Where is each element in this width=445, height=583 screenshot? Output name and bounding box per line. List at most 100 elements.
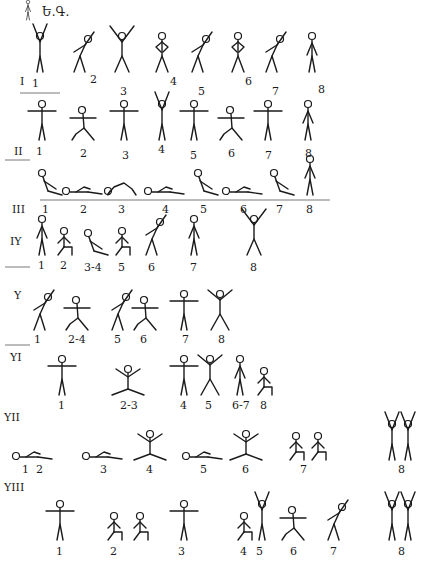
figure-head <box>125 366 132 373</box>
step-number: 8 <box>305 148 312 160</box>
step-number: 4 <box>162 204 169 216</box>
figure-limb <box>305 124 311 140</box>
figure-head <box>305 101 312 108</box>
stick-figure <box>266 32 286 72</box>
figure-limb <box>312 452 318 460</box>
figure-limb <box>218 117 244 118</box>
figure-head <box>147 431 154 438</box>
step-number: 1 <box>42 204 49 216</box>
step-number: 8 <box>306 204 313 216</box>
stick-figure <box>39 170 63 196</box>
figure-limb <box>211 314 229 330</box>
row-numeral: YI <box>10 352 22 364</box>
figure-limb <box>245 438 246 454</box>
figure-limb <box>70 191 88 192</box>
stick-figure <box>198 355 222 395</box>
row-numeral: YII <box>4 412 20 424</box>
step-number: 3 <box>122 150 129 162</box>
figure-head <box>121 101 128 108</box>
figure-head <box>39 216 46 223</box>
stick-figure <box>83 452 123 460</box>
step-number: 5 <box>190 150 197 162</box>
stick-figure <box>48 356 76 396</box>
figure-limb <box>190 456 208 457</box>
figure-limb <box>38 457 52 459</box>
figure-limb <box>96 452 110 457</box>
figure-limb <box>152 191 170 192</box>
step-number: 4 <box>240 546 247 558</box>
figure-limb <box>58 247 64 255</box>
figure-limb <box>237 379 243 395</box>
figure-head <box>265 101 272 108</box>
figure-limb <box>234 434 258 442</box>
step-number: 3 <box>120 86 127 98</box>
step-number: 7 <box>182 334 189 346</box>
step-number: 1 <box>36 146 43 158</box>
figure-limb <box>140 532 148 540</box>
step-number: 7 <box>265 150 272 162</box>
step-number: 7 <box>330 546 337 558</box>
row-numeral: III <box>12 204 25 216</box>
figure-limb <box>162 42 168 52</box>
figure-head <box>57 501 64 508</box>
stick-figure <box>116 228 130 256</box>
figure-limb <box>112 389 144 395</box>
figure-limb <box>196 452 210 457</box>
figure-limb <box>293 514 294 528</box>
figure-head <box>59 356 66 363</box>
step-number: 7 <box>190 262 197 274</box>
figure-limb <box>192 32 212 52</box>
stick-figure <box>180 101 208 141</box>
figure-limb <box>33 24 47 42</box>
figure-limb <box>112 314 123 330</box>
figure-limb <box>134 454 166 460</box>
step-number: 1 <box>22 464 29 476</box>
figure-limb <box>170 300 198 301</box>
row-rule <box>5 160 30 161</box>
figure-limb <box>37 56 43 72</box>
figure-limb <box>248 192 262 194</box>
figure-head <box>83 453 90 460</box>
stick-figure <box>385 492 399 540</box>
step-number: 8 <box>218 334 225 346</box>
figure-limb <box>46 510 74 511</box>
figure-limb <box>180 110 208 111</box>
figure-limb <box>121 124 127 140</box>
figure-head <box>217 291 224 298</box>
figure-limb <box>303 111 313 123</box>
figure-limb <box>305 166 315 178</box>
figure-limb <box>64 307 90 308</box>
figure-limb <box>238 532 244 540</box>
step-number: 4 <box>158 144 165 156</box>
figure-limb <box>149 438 150 454</box>
step-number: 6 <box>242 464 249 476</box>
figure-limb <box>318 452 326 460</box>
figure-head <box>111 513 118 520</box>
step-number: 6 <box>240 204 247 216</box>
figure-limb <box>255 492 269 510</box>
step-number: 3 <box>100 464 107 476</box>
figure-limb <box>156 56 168 72</box>
step-number: 5 <box>118 262 125 274</box>
figure-head <box>195 170 202 177</box>
figure-head <box>207 356 214 363</box>
figure-limb <box>232 42 238 52</box>
figure-limb <box>74 32 94 52</box>
figure-head <box>141 297 148 304</box>
stick-figure <box>189 216 199 256</box>
figure-limb <box>127 373 128 389</box>
figure-limb <box>28 110 56 111</box>
stick-figure <box>26 0 31 20</box>
stick-figure <box>58 228 72 256</box>
figure-limb <box>307 43 317 55</box>
figure-limb <box>159 124 165 140</box>
figure-limb <box>39 124 45 140</box>
stick-figure <box>145 187 185 195</box>
figure-head <box>241 513 248 520</box>
figure-limb <box>189 226 199 238</box>
figure-limb <box>108 191 110 195</box>
step-number: 2-4 <box>68 334 86 346</box>
figure-limb <box>328 524 339 540</box>
figure-limb <box>192 56 203 72</box>
